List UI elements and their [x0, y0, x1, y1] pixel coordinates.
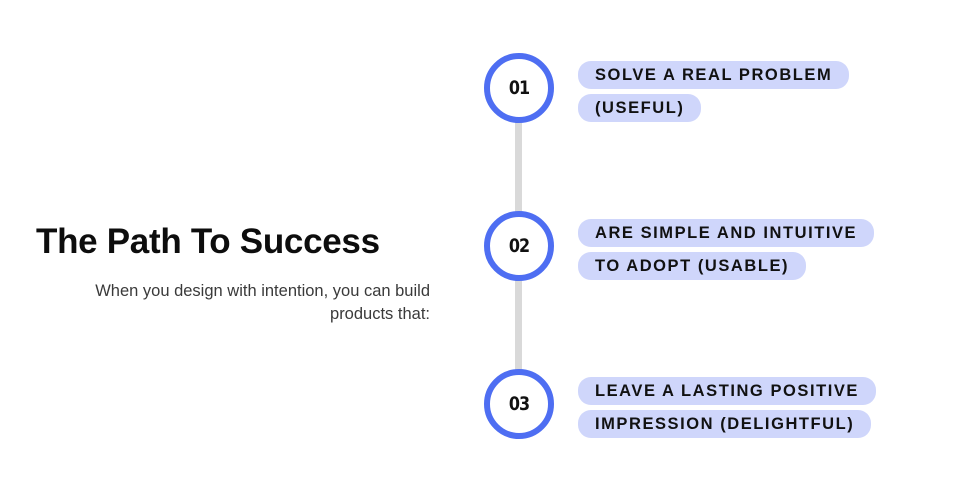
step-label-line-1: LEAVE A LASTING POSITIVE	[578, 377, 876, 405]
step-number: 01	[508, 77, 530, 99]
step-label: LEAVE A LASTING POSITIVE IMPRESSION (DELI…	[578, 375, 948, 441]
timeline-step: 02 ARE SIMPLE AND INTUITIVE TO ADOPT (USA…	[0, 211, 961, 289]
heading-block: The Path To Success When you design with…	[36, 222, 430, 327]
step-marker-circle: 03	[484, 369, 554, 439]
page-subtitle: When you design with intention, you can …	[95, 281, 430, 324]
step-label-line-1: ARE SIMPLE AND INTUITIVE	[578, 219, 875, 247]
step-label-line-1: SOLVE A REAL PROBLEM	[578, 61, 850, 89]
step-label: SOLVE A REAL PROBLEM (USEFUL)	[578, 59, 948, 125]
page-title: The Path To Success	[36, 222, 380, 261]
timeline-step: 01 SOLVE A REAL PROBLEM (USEFUL)	[0, 53, 961, 131]
step-marker-circle: 02	[484, 211, 554, 281]
step-number: 02	[508, 235, 530, 257]
timeline-step: 03 LEAVE A LASTING POSITIVE IMPRESSION (D…	[0, 369, 961, 447]
step-label: ARE SIMPLE AND INTUITIVE TO ADOPT (USABLE…	[578, 217, 948, 283]
step-marker-circle: 01	[484, 53, 554, 123]
step-number: 03	[508, 393, 530, 415]
step-label-line-2: IMPRESSION (DELIGHTFUL)	[578, 410, 872, 438]
step-label-line-2: (USEFUL)	[578, 94, 702, 122]
step-label-line-2: TO ADOPT (USABLE)	[578, 252, 807, 280]
